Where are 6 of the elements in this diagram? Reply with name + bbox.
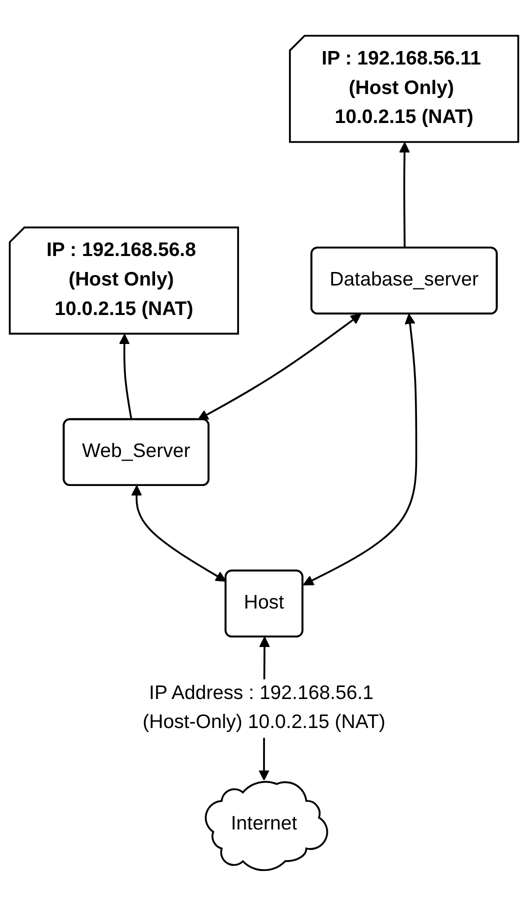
arrow xyxy=(119,334,132,420)
arrow xyxy=(198,314,362,420)
arrow xyxy=(302,314,418,586)
arrow xyxy=(131,485,226,582)
edge-label: IP Address : 192.168.56.1 (Host-Only) 10.0.2.15 (NAT) xyxy=(142,682,386,734)
arrow xyxy=(399,142,410,248)
